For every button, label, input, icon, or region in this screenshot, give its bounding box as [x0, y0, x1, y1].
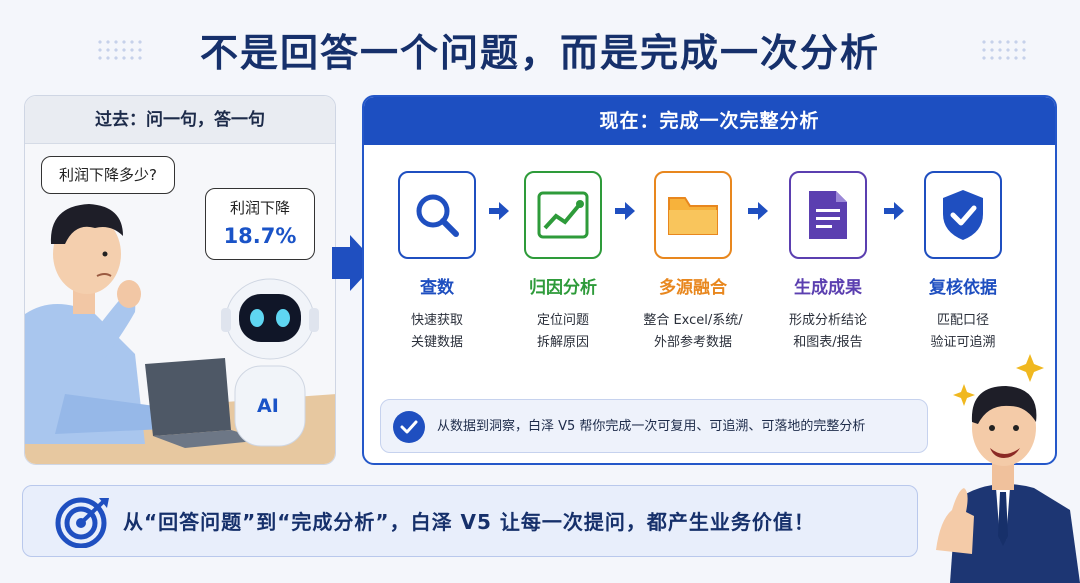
bottom-banner: 从“回答问题”到“完成分析”，白泽 V5 让每一次提问，都产生业务价值！	[22, 485, 918, 557]
arrow-right-icon	[489, 202, 509, 220]
step-desc: 形成分析结论	[788, 313, 867, 328]
step-attribution: 归因分析 定位问题 拆解原因	[503, 171, 623, 354]
past-scene: AI	[25, 144, 335, 464]
step-desc: 快速获取	[410, 313, 463, 328]
answer-bubble: 利润下降 18.7%	[205, 188, 315, 260]
question-text: 利润下降多少?	[59, 166, 157, 184]
step-desc: 匹配口径	[936, 313, 989, 328]
arrow-right-icon	[615, 202, 635, 220]
step-name: 归因分析	[529, 278, 597, 298]
present-panel: 现在：完成一次完整分析 查数 快速获取 关键数据 归因分析 定位问题 拆解原因 …	[362, 95, 1057, 465]
person-robot-illustration: AI	[25, 204, 335, 464]
step-name: 复核依据	[929, 278, 997, 298]
past-panel-title: 过去：问一句，答一句	[25, 96, 335, 144]
page-title: 不是回答一个问题，而是完成一次分析	[199, 31, 880, 75]
answer-text: 利润下降	[229, 199, 290, 217]
folder-icon	[654, 171, 732, 259]
step-desc: 外部参考数据	[653, 335, 732, 350]
decorative-dots-right	[980, 38, 1028, 64]
step-desc: 验证可追溯	[930, 335, 996, 350]
step-desc: 拆解原因	[536, 335, 589, 350]
answer-value: 18.7%	[223, 224, 297, 248]
step-name: 生成成果	[794, 278, 862, 298]
decorative-dots-left	[96, 38, 144, 64]
past-panel: 过去：问一句，答一句	[24, 95, 336, 465]
question-bubble: 利润下降多少?	[41, 156, 175, 194]
document-icon	[789, 171, 867, 259]
step-generate: 生成成果 形成分析结论 和图表/报告	[768, 171, 888, 354]
summary-box: 从数据到洞察，白泽 V5 帮你完成一次可复用、可追溯、可落地的完整分析	[380, 399, 928, 453]
step-desc: 定位问题	[536, 313, 589, 328]
big-arrow-right-icon	[332, 235, 376, 291]
summary-text: 从数据到洞察，白泽 V5 帮你完成一次可复用、可追溯、可落地的完整分析	[437, 419, 866, 434]
target-icon	[55, 497, 109, 548]
step-name: 多源融合	[659, 278, 727, 298]
trend-chart-icon	[524, 171, 602, 259]
step-desc: 整合 Excel/系统/	[643, 313, 743, 328]
step-name: 查数	[420, 278, 454, 298]
laptop-icon	[145, 358, 265, 448]
present-panel-title: 现在：完成一次完整分析	[364, 97, 1055, 145]
step-review: 复核依据 匹配口径 验证可追溯	[903, 171, 1023, 354]
search-icon	[398, 171, 476, 259]
checkmark-icon	[393, 411, 425, 443]
step-query: 查数 快速获取 关键数据	[377, 171, 497, 354]
shield-check-icon	[924, 171, 1002, 259]
banner-text: 从“回答问题”到“完成分析”，白泽 V5 让每一次提问，都产生业务价值！	[123, 510, 815, 534]
robot-label: AI	[257, 395, 279, 417]
arrow-right-icon	[884, 202, 904, 220]
step-desc: 关键数据	[410, 335, 463, 350]
arrow-right-icon	[748, 202, 768, 220]
step-desc: 和图表/报告	[793, 335, 863, 350]
ai-robot-icon: AI	[221, 278, 319, 447]
businessman-thumbs-up-icon	[936, 354, 1080, 583]
step-multi-source: 多源融合 整合 Excel/系统/ 外部参考数据	[633, 171, 753, 354]
thinking-person-icon	[25, 204, 165, 444]
